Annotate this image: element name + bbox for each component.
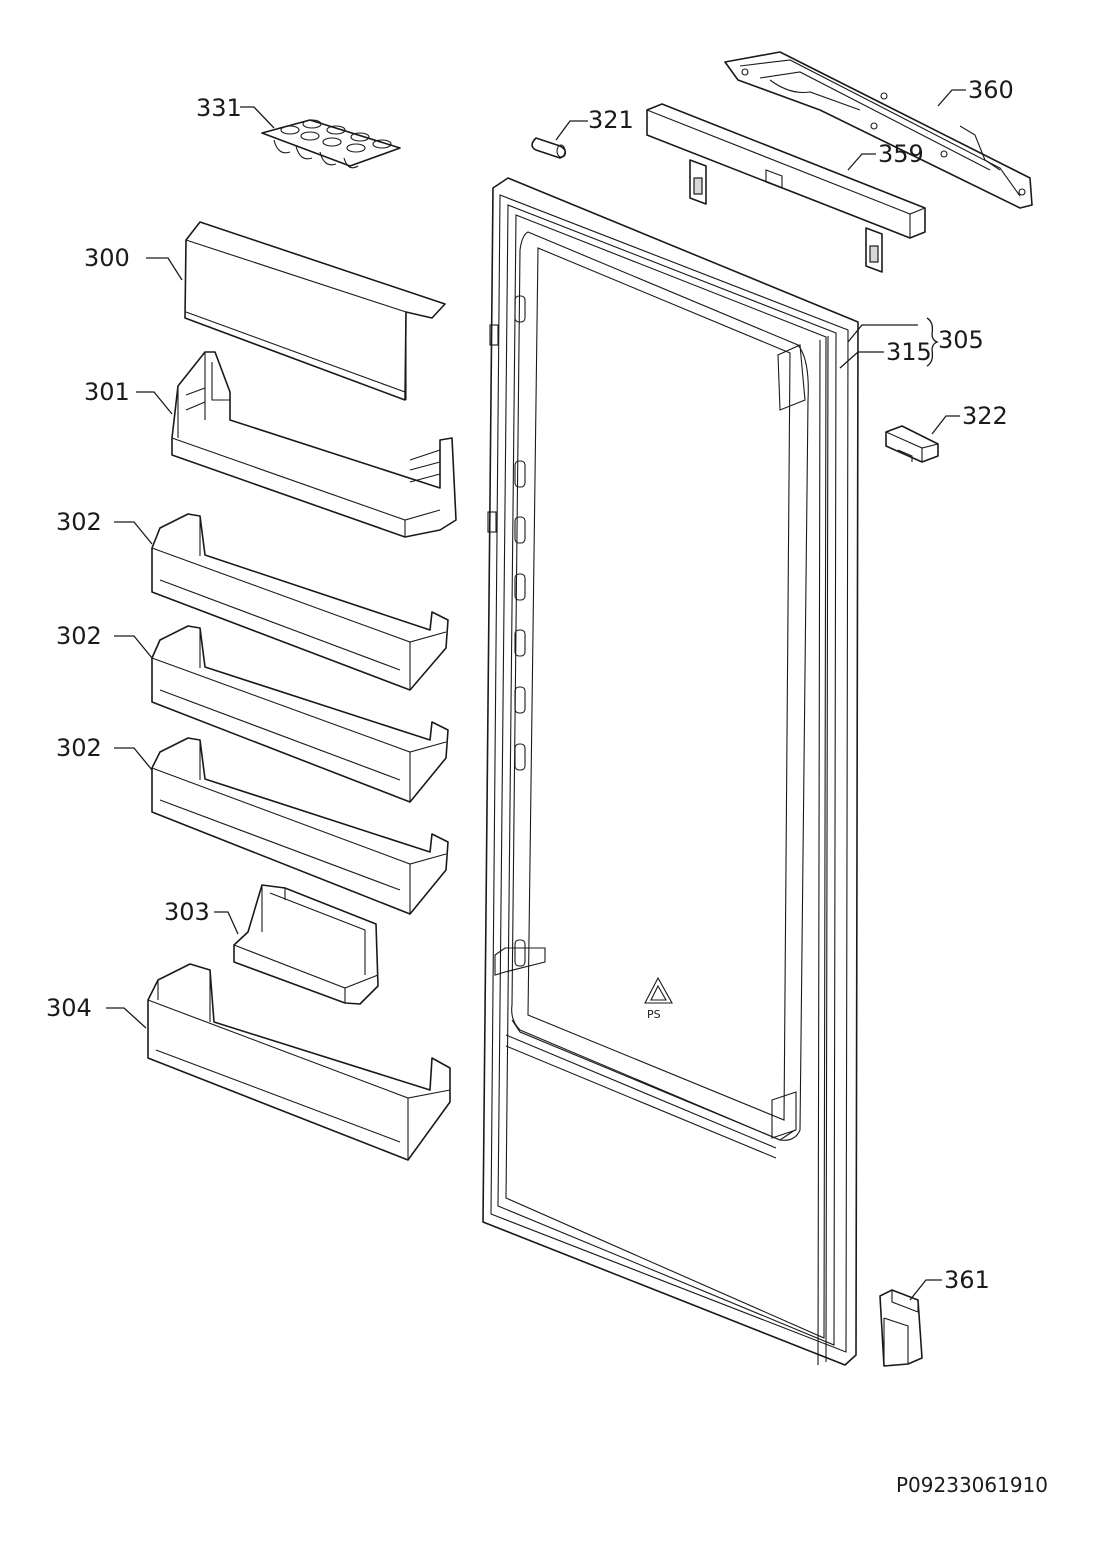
part-321-pin (531, 137, 567, 159)
part-302-door-shelf-3 (151, 737, 449, 915)
callout-302-c: 302 (56, 734, 102, 762)
part-361-hinge-cover (879, 1289, 923, 1367)
callout-305: 305 (938, 326, 984, 354)
callout-302-b: 302 (56, 622, 102, 650)
shelf-support-slots (514, 295, 526, 967)
callout-302-a: 302 (56, 508, 102, 536)
callout-361: 361 (944, 1266, 990, 1294)
part-302-door-shelf-1 (151, 513, 449, 691)
callout-303: 303 (164, 898, 210, 926)
callout-labels: 331 321 360 359 300 301 305 315 322 302 … (46, 76, 1014, 1294)
callout-301: 301 (84, 378, 130, 406)
callout-304: 304 (46, 994, 92, 1022)
part-304-bottom-balcony (147, 963, 451, 1161)
callout-315: 315 (886, 338, 932, 366)
part-360-hinge-bracket (724, 51, 1033, 209)
part-302-door-shelf-2 (151, 625, 449, 803)
part-301-door-balcony (171, 351, 457, 538)
leader-lines (106, 89, 966, 1301)
recycle-mark-label: PS (647, 1008, 661, 1021)
drawing-number: P09233061910 (896, 1473, 1048, 1497)
part-300-shelf-flap (184, 221, 446, 401)
callout-331: 331 (196, 94, 242, 122)
part-331-egg-tray (261, 119, 401, 169)
callout-359: 359 (878, 140, 924, 168)
part-322-clip (885, 425, 939, 463)
callout-322: 322 (962, 402, 1008, 430)
callout-300: 300 (84, 244, 130, 272)
part-303-small-box (233, 884, 379, 1005)
recycle-icon: PS (644, 976, 673, 1021)
door-assembly: PS (482, 177, 859, 1366)
callout-360: 360 (968, 76, 1014, 104)
part-359-top-cover (646, 103, 926, 273)
callout-321: 321 (588, 106, 634, 134)
